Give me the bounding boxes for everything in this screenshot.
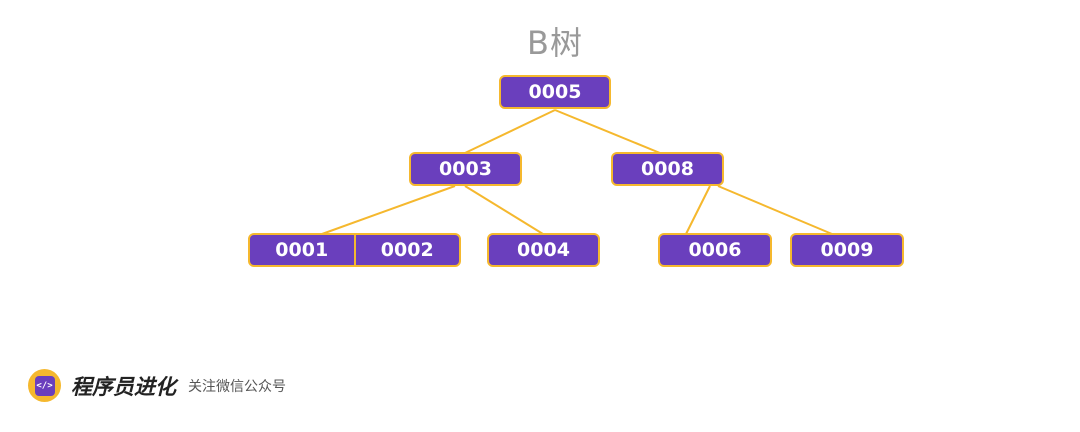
edge-0008-to-0009	[717, 185, 833, 235]
logo-glyph: </>	[34, 375, 55, 396]
edge-0003-to-0004	[464, 185, 544, 235]
brand-tagline: 关注微信公众号	[188, 378, 286, 395]
code-brackets-icon: </>	[28, 369, 61, 402]
node-0001-0002: 0001 0002	[248, 233, 461, 267]
node-0009: 0009	[790, 233, 904, 267]
edge-root-to-0008	[554, 109, 661, 154]
node-key: 0004	[517, 239, 570, 261]
node-0004: 0004	[487, 233, 600, 267]
node-key: 0008	[641, 158, 694, 180]
node-0008: 0008	[611, 152, 724, 186]
node-0003: 0003	[409, 152, 522, 186]
diagram-title: B树	[527, 24, 583, 62]
brand-footer: </> 程序员进化 关注微信公众号	[28, 369, 286, 402]
node-key: 0003	[439, 158, 492, 180]
edge-0008-to-0006	[685, 185, 711, 235]
node-root: 0005	[499, 75, 611, 109]
brand-name: 程序员进化	[71, 374, 176, 399]
node-key: 0001	[275, 239, 329, 261]
edge-root-to-0003	[464, 109, 556, 154]
node-key: 0009	[820, 239, 874, 261]
node-key: 0005	[528, 81, 582, 103]
node-key: 0002	[353, 235, 460, 265]
node-key: 0006	[688, 239, 742, 261]
edge-0003-to-0001-0002	[321, 185, 456, 235]
node-0006: 0006	[658, 233, 772, 267]
